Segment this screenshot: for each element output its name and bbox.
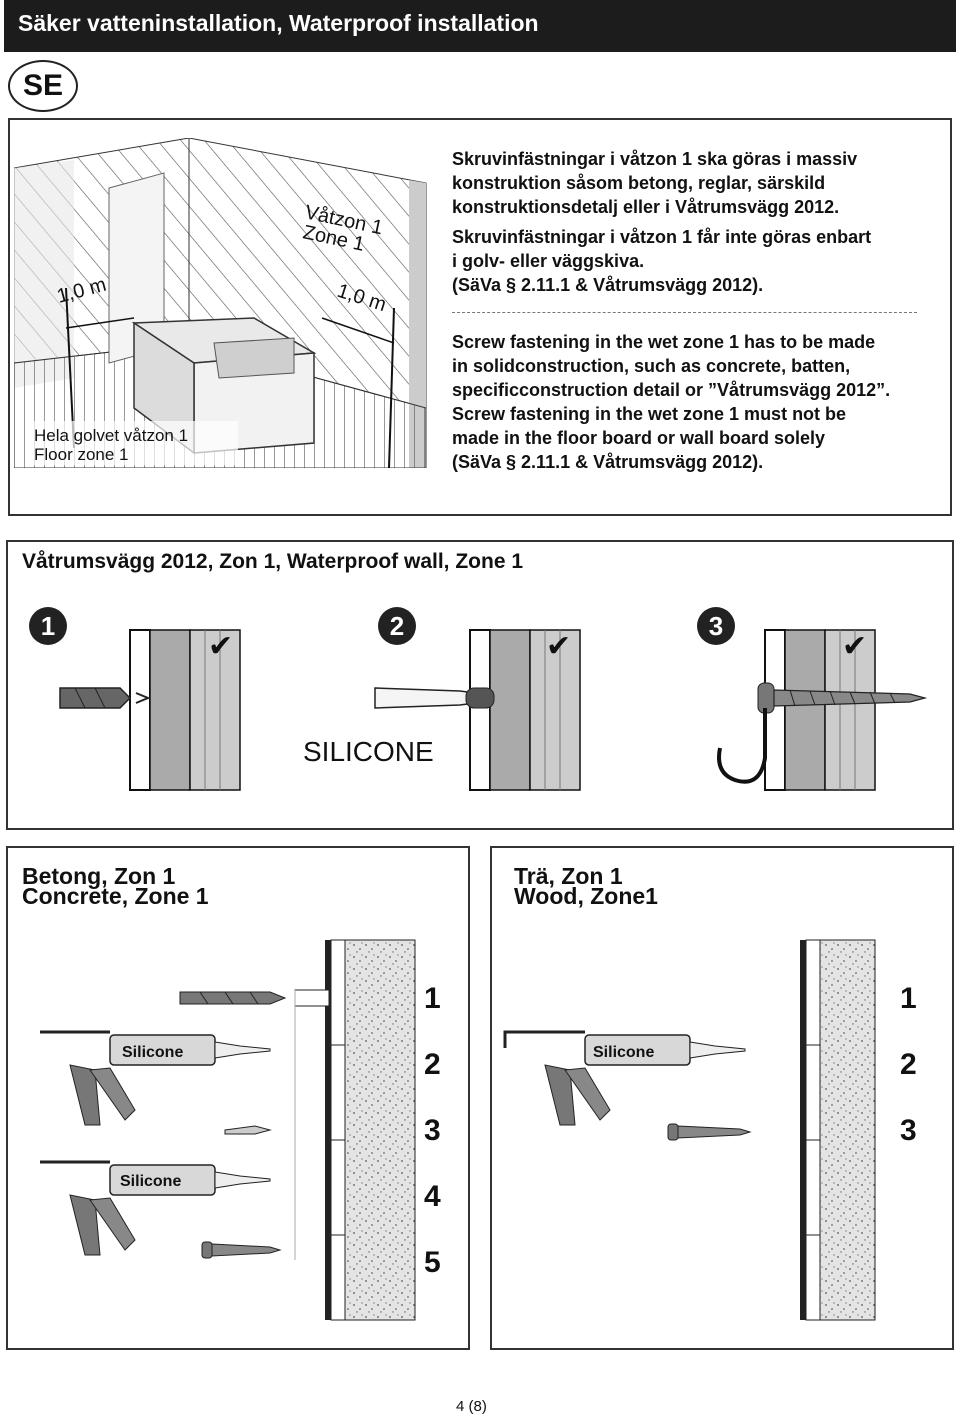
concrete-title-en: Concrete, Zone 1: [22, 883, 209, 909]
wall-panel-1: [129, 629, 241, 791]
concrete-title-sv: Betong, Zon 1: [22, 863, 176, 889]
text-line: specificconstruction detail or ”Våtrumsv…: [452, 380, 891, 400]
text-line: (SäVa § 2.11.1 & Våtrumsvägg 2012).: [452, 452, 764, 472]
hook-icon: [717, 708, 767, 784]
bathroom-illustration: Våtzon 1 Zone 1 1,0 m 1,0 m Hela golvet …: [14, 138, 427, 468]
wood-title-en: Wood, Zone1: [514, 883, 658, 909]
screw-icon: [757, 682, 928, 714]
text-line: Skruvinfästningar i våtzon 1 får inte gö…: [452, 227, 872, 247]
english-instructions: Screw fastening in the wet zone 1 has to…: [452, 330, 942, 474]
step-number: 3: [900, 1114, 917, 1147]
text-line: in solidconstruction, such as concrete, …: [452, 356, 851, 376]
section-title: Våtrumsvägg 2012, Zon 1, Waterproof wall…: [22, 550, 524, 573]
text-divider: [452, 312, 917, 313]
silicone-label: SILICONE: [303, 736, 434, 767]
check-icon: ✔: [842, 629, 867, 664]
step-number: 1: [424, 982, 441, 1015]
wall-steps-illustration: 1 2 3 ✔ ✔: [29, 607, 928, 791]
silicone-gun-label: Silicone: [593, 1044, 654, 1061]
step-number: 1: [900, 982, 917, 1015]
wood-step-numbers: 1 2 3: [900, 982, 917, 1180]
silicone-gun-icon: Silicone: [503, 1030, 746, 1126]
text-line: Screw fastening in the wet zone 1 must n…: [452, 404, 847, 424]
page-title: Säker vatteninstallation, Waterproof ins…: [18, 10, 539, 36]
silicone-nozzle-icon: [374, 687, 495, 709]
step-number: 3: [424, 1114, 441, 1147]
text-line: konstruktion såsom betong, reglar, särsk…: [452, 173, 826, 193]
page-number: 4 (8): [456, 1398, 487, 1415]
svg-text:2: 2: [390, 611, 404, 641]
step-number: 5: [424, 1246, 441, 1279]
wall-panel-2: [469, 629, 581, 791]
floor-label-en: Floor zone 1: [34, 445, 129, 464]
drill-bit-icon: [59, 687, 151, 709]
text-line: konstruktionsdetalj eller i Våtrumsvägg …: [452, 197, 840, 217]
step-1-badge: 1: [29, 607, 67, 645]
svg-text:3: 3: [709, 611, 723, 641]
step-number: 2: [424, 1048, 441, 1081]
text-line: (SäVa § 2.11.1 & Våtrumsvägg 2012).: [452, 275, 764, 295]
text-line: Skruvinfästningar i våtzon 1 ska göras i…: [452, 149, 858, 169]
step-number: 2: [900, 1048, 917, 1081]
step-2-badge: 2: [378, 607, 416, 645]
wall-plug-icon: [224, 1125, 272, 1135]
silicone-gun-label: Silicone: [122, 1044, 183, 1061]
floor-label-sv: Hela golvet våtzon 1: [34, 426, 188, 445]
wood-title-sv: Trä, Zon 1: [514, 863, 623, 889]
silicone-gun-icon: Silicone: [40, 1030, 271, 1126]
screw-icon: [667, 1123, 752, 1141]
silicone-gun-icon: Silicone: [40, 1160, 271, 1256]
svg-text:1: 1: [41, 611, 55, 641]
silicone-gun-label: Silicone: [120, 1173, 181, 1190]
wall-panel-3: [764, 629, 876, 791]
header-bar: Säker vatteninstallation, Waterproof ins…: [4, 0, 956, 52]
language-badge: SE: [8, 60, 78, 112]
drill-bit-icon: [179, 989, 330, 1007]
text-line: i golv- eller väggskiva.: [452, 251, 645, 271]
wood-illustration: Silicone: [503, 939, 876, 1321]
check-icon: ✔: [546, 629, 571, 664]
concrete-step-numbers: 1 2 3 4 5: [424, 982, 441, 1312]
swedish-instructions: Skruvinfästningar i våtzon 1 ska göras i…: [452, 147, 932, 297]
step-number: 4: [424, 1180, 441, 1213]
check-icon: ✔: [208, 629, 233, 664]
text-line: Screw fastening in the wet zone 1 has to…: [452, 332, 876, 352]
screw-icon: [201, 1241, 282, 1259]
step-3-badge: 3: [697, 607, 735, 645]
text-line: made in the floor board or wall board so…: [452, 428, 826, 448]
concrete-illustration: Silicone Silicone: [40, 939, 416, 1321]
